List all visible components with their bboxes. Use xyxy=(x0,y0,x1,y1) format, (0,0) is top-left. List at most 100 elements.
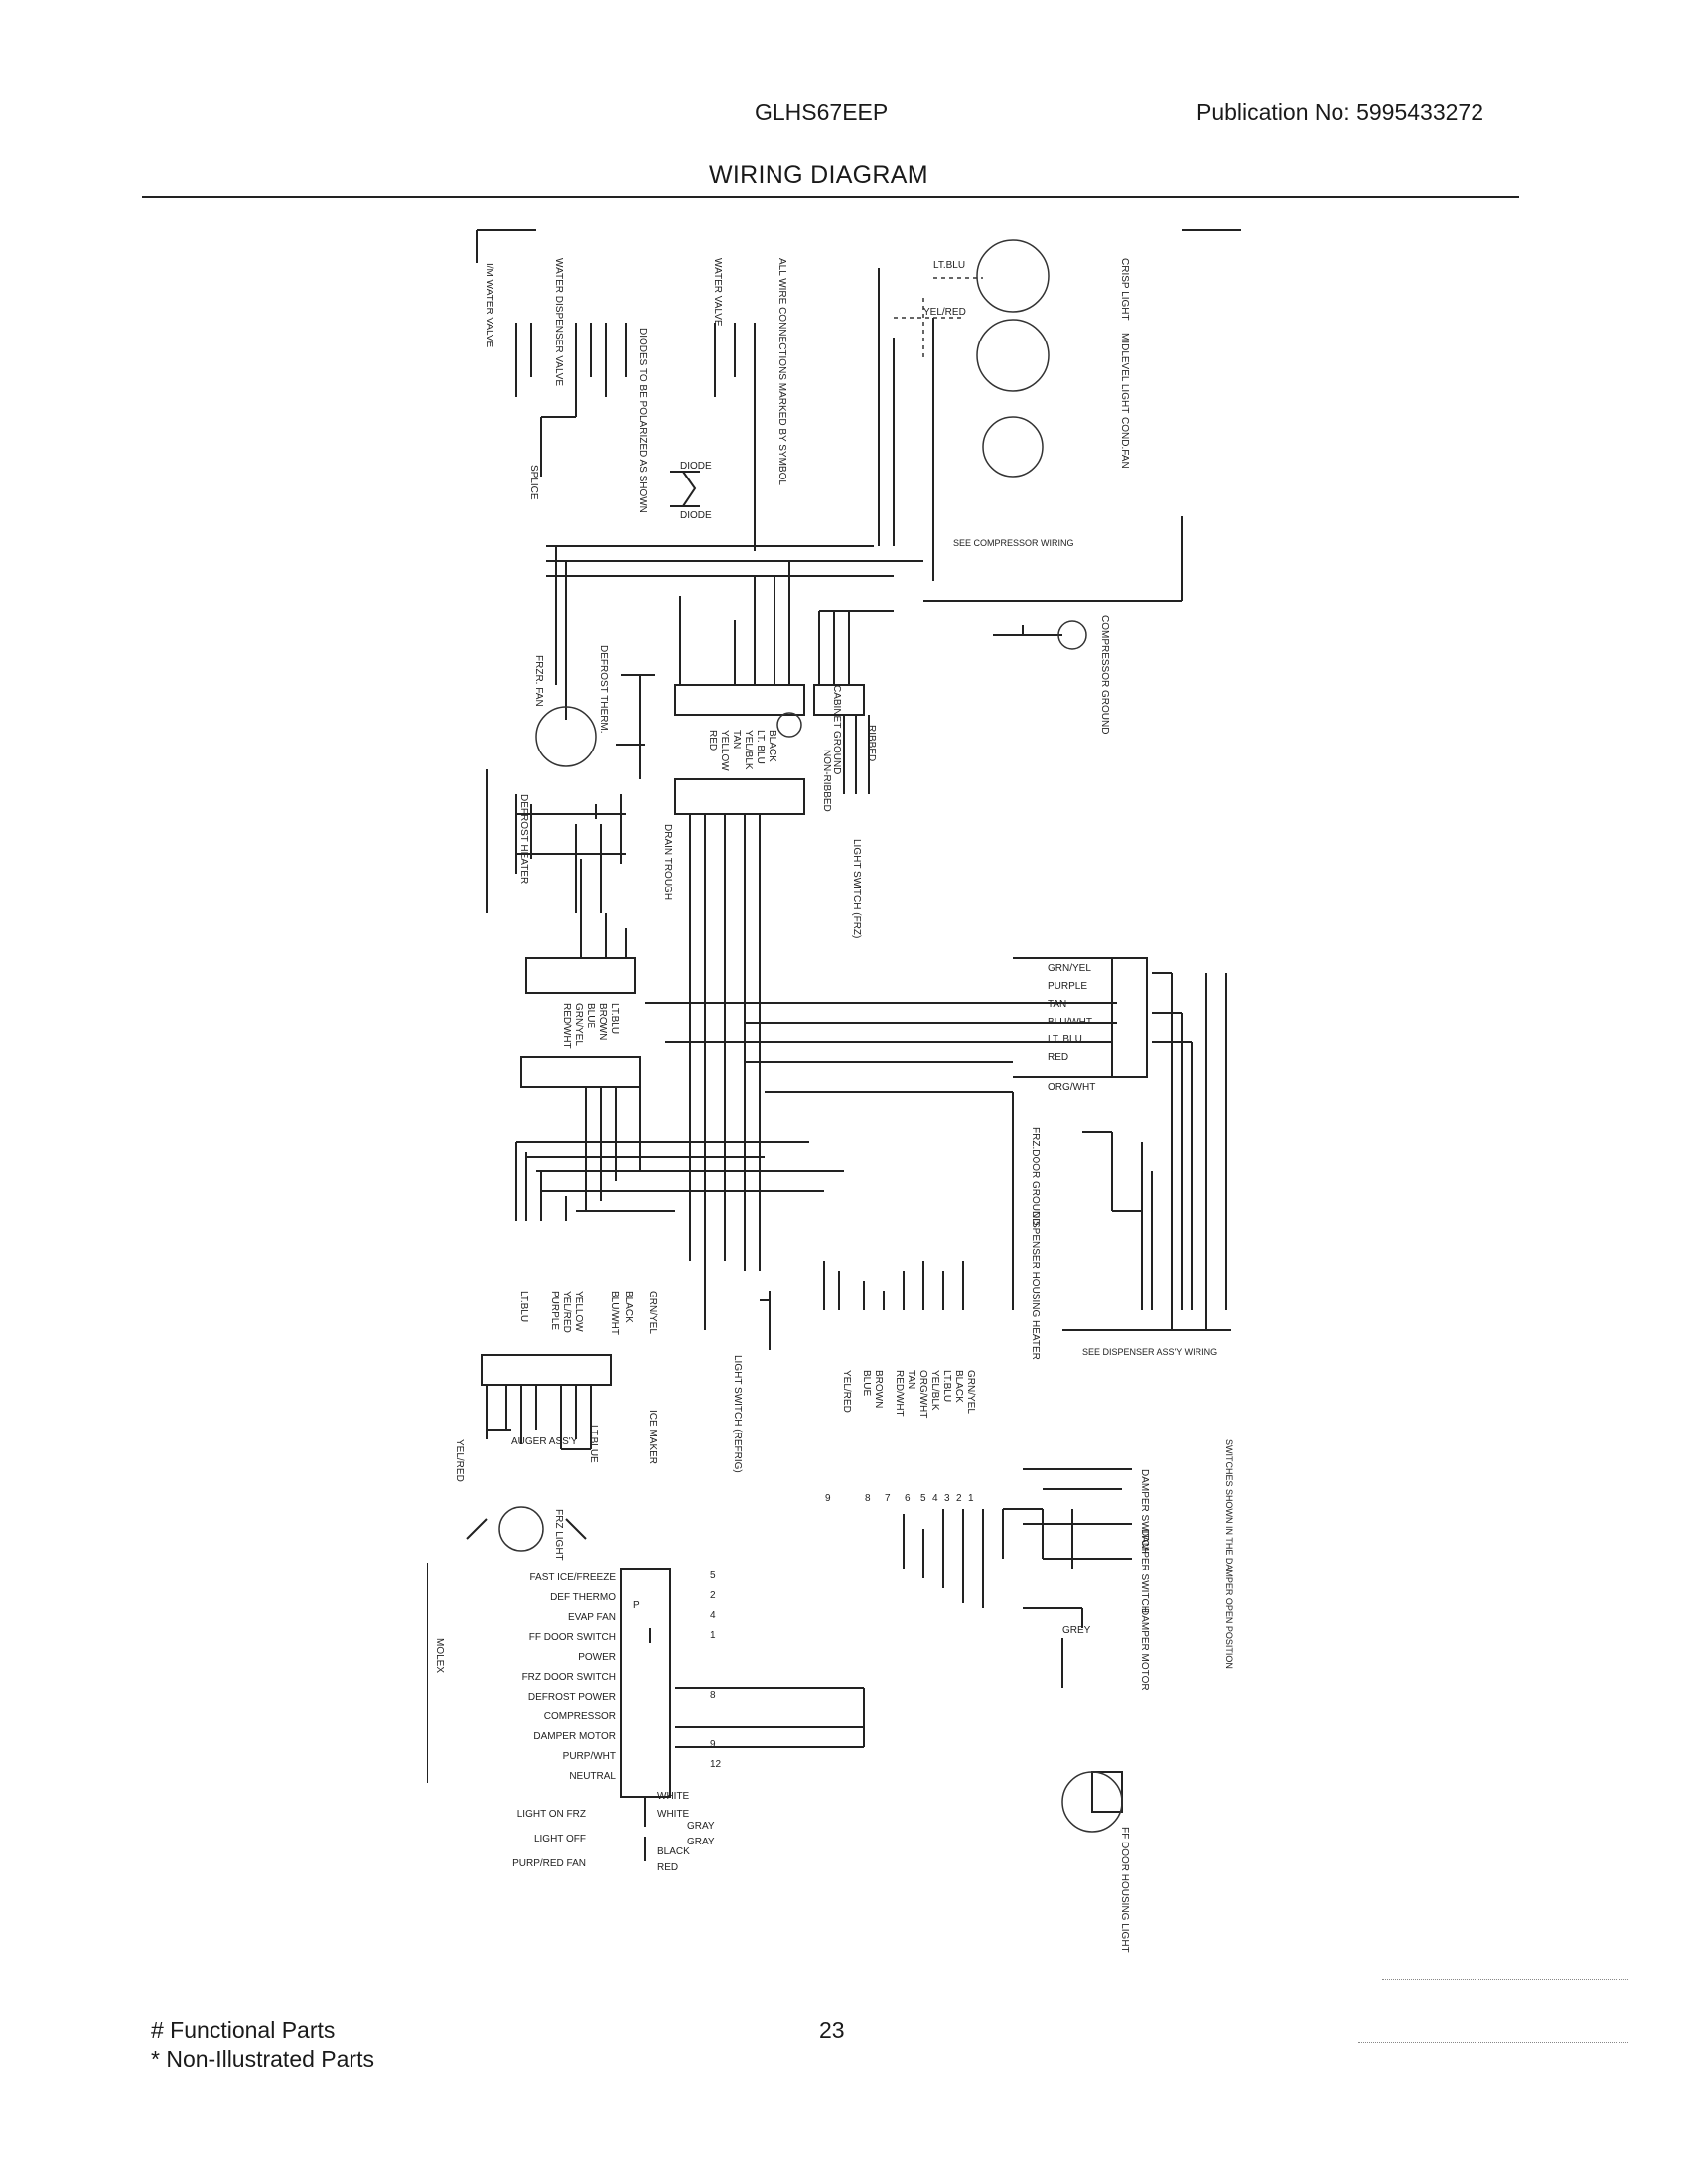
label-diode-note: DIODES TO BE POLARIZED AS SHOWN xyxy=(637,328,648,513)
molex-row-label: COMPRESSOR xyxy=(544,1711,616,1722)
crisp-light-symbol xyxy=(976,239,1050,313)
wire-label: ORG/WHT xyxy=(917,1370,928,1418)
label-see-compressor: SEE COMPRESSOR WIRING xyxy=(953,538,1074,548)
wire-label: PURPLE xyxy=(549,1291,560,1330)
footer-dotted-line xyxy=(1382,1979,1628,1980)
label-damper-motor: DAMPER MOTOR xyxy=(1139,1608,1150,1691)
wire-label: BLUE xyxy=(861,1370,872,1396)
label-cabinet-ground: CABINET GROUND xyxy=(831,685,842,774)
pin-number: 8 xyxy=(865,1493,871,1504)
molex-row-label: POWER xyxy=(578,1652,616,1663)
label-frz-door-ground: FRZ.DOOR GROUND xyxy=(1030,1127,1041,1225)
wire-label: GRN/YEL xyxy=(1048,963,1091,974)
frzr-fan-symbol xyxy=(535,706,597,767)
p-pin-number: 4 xyxy=(710,1610,716,1621)
page-number: 23 xyxy=(819,2017,845,2043)
molex-row-label: NEUTRAL xyxy=(569,1771,616,1782)
cond-fan-symbol xyxy=(982,416,1044,478)
header-rule xyxy=(142,196,1519,198)
bottom-row-label: PURP/RED FAN xyxy=(512,1858,586,1869)
label-yel-red-2: YEL/RED xyxy=(454,1439,465,1482)
label-midlevel-light: MIDLEVEL LIGHT xyxy=(1119,333,1130,413)
wire-label: LT.BLU xyxy=(609,1003,620,1034)
label-im-water-valve: I/M WATER VALVE xyxy=(484,263,494,348)
wire-label: PURPLE xyxy=(1048,981,1087,992)
wire-label: GRAY xyxy=(687,1837,715,1847)
wire-label: LT. BLU xyxy=(1048,1034,1082,1045)
molex-row-label: DEFROST POWER xyxy=(528,1692,616,1703)
label-defrost-heater: DEFROST HEATER xyxy=(518,794,529,884)
page-title: WIRING DIAGRAM xyxy=(709,161,928,189)
compressor-ground-symbol xyxy=(1057,620,1087,650)
wiring-diagram: I/M WATER VALVE WATER DISPENSER VALVE WA… xyxy=(427,229,1241,1953)
label-grey: GREY xyxy=(1062,1625,1091,1636)
molex-row-label: FF DOOR SWITCH xyxy=(529,1632,616,1643)
label-drain-trough: DRAIN TROUGH xyxy=(662,824,673,900)
midlevel-light-symbol xyxy=(976,319,1050,392)
label-light-switch-refrig: LIGHT SWITCH (REFRIG) xyxy=(732,1355,743,1473)
wire-label: RED/WHT xyxy=(561,1003,572,1049)
wire-label: BLACK xyxy=(623,1291,633,1323)
wire-label: LT.BLU xyxy=(518,1291,529,1322)
wire-label: LT. BLU xyxy=(755,730,766,764)
wire-label: BROWN xyxy=(873,1370,884,1408)
label-molex: MOLEX xyxy=(434,1638,445,1673)
label-splice: SPLICE xyxy=(528,465,539,500)
pin-number: 2 xyxy=(956,1493,962,1504)
pin-number: 3 xyxy=(944,1493,950,1504)
wire-label: RED/WHT xyxy=(894,1370,905,1417)
heater-wire-labels: LT.BLU BROWN BLUE GRN/YEL RED/WHT xyxy=(561,1003,620,1049)
label-water-valve: WATER VALVE xyxy=(712,258,723,327)
wire-label: BROWN xyxy=(597,1003,608,1040)
label-diode-top: DIODE xyxy=(680,461,712,472)
wire-lines xyxy=(427,229,1241,1861)
p-pin-number: 8 xyxy=(710,1690,716,1701)
label-light-switch-frz: LIGHT SWITCH (FRZ) xyxy=(851,839,862,938)
label-ice-maker: ICE MAKER xyxy=(647,1410,658,1464)
pin-number: 6 xyxy=(905,1493,911,1504)
wire-label: GRAY xyxy=(687,1821,715,1832)
label-damper-switch-2: DAMPER SWITCH xyxy=(1139,1529,1150,1613)
wire-label: BLACK xyxy=(953,1370,964,1403)
label-damper-switch-1: DAMPER SWITCH xyxy=(1139,1469,1150,1554)
molex-row-label: DEF THERMO xyxy=(550,1592,616,1603)
bottom-row-label: LIGHT OFF xyxy=(534,1834,586,1844)
component-symbols xyxy=(498,239,1123,1833)
mid-wire-labels: GRN/YEL BLACK LT.BLU YEL/BLK ORG/WHT TAN… xyxy=(841,1370,976,1418)
label-p: P xyxy=(633,1600,640,1611)
p-pin-number: 2 xyxy=(710,1590,716,1601)
label-yel-red: YEL/RED xyxy=(923,307,966,318)
molex-labels: FAST ICE/FREEZE DEF THERMO EVAP FAN FF D… xyxy=(512,1572,616,1869)
pin-number: 1 xyxy=(968,1493,974,1504)
ff-door-housing-light-symbol xyxy=(1061,1771,1123,1833)
diagram-labels: I/M WATER VALVE WATER DISPENSER VALVE WA… xyxy=(427,258,1234,1953)
label-compressor-ground: COMPRESSOR GROUND xyxy=(1099,615,1110,734)
wire-label: YELLOW xyxy=(573,1291,584,1332)
wire-label: RED xyxy=(1048,1052,1068,1063)
wire-label: BLUE xyxy=(585,1003,596,1028)
wire-label: YEL/RED xyxy=(561,1291,572,1333)
label-switches-note: SWITCHES SHOWN IN THE DAMPER OPEN POSITI… xyxy=(1224,1439,1234,1669)
model-number: GLHS67EEP xyxy=(755,99,889,125)
label-frzr-fan: FRZR. FAN xyxy=(533,655,544,707)
label-cond-fan: COND.FAN xyxy=(1119,417,1130,469)
pin-numbers: 1 2 3 4 5 6 7 8 9 xyxy=(825,1493,974,1504)
bottom-wire-labels: WHITE WHITE GRAY GRAY BLACK RED xyxy=(657,1791,715,1873)
fan-wire-labels: BLACK LT. BLU YEL/BLK TAN YELLOW RED xyxy=(707,730,777,771)
frz-light-symbol xyxy=(498,1506,544,1552)
wire-label: YELLOW xyxy=(719,730,730,771)
label-auger: AUGER ASS'Y xyxy=(511,1436,578,1447)
wire-label: TAN xyxy=(1048,999,1066,1010)
p-pin-number: 12 xyxy=(710,1759,722,1770)
wire-label: YEL/BLK xyxy=(929,1370,940,1411)
pin-number: 9 xyxy=(825,1493,831,1504)
wire-label: TAN xyxy=(731,730,742,749)
p-pin-number: 1 xyxy=(710,1630,716,1641)
label-crisp-light: CRISP LIGHT xyxy=(1119,258,1130,321)
footer-functional-parts: # Functional Parts xyxy=(151,2017,336,2043)
wire-label: LT.BLU xyxy=(941,1370,952,1402)
pin-number: 4 xyxy=(932,1493,938,1504)
molex-row-label: FRZ DOOR SWITCH xyxy=(522,1672,616,1683)
label-see-dispenser: SEE DISPENSER ASS'Y WIRING xyxy=(1082,1347,1217,1357)
label-lt-blu: LT.BLU xyxy=(933,260,965,271)
